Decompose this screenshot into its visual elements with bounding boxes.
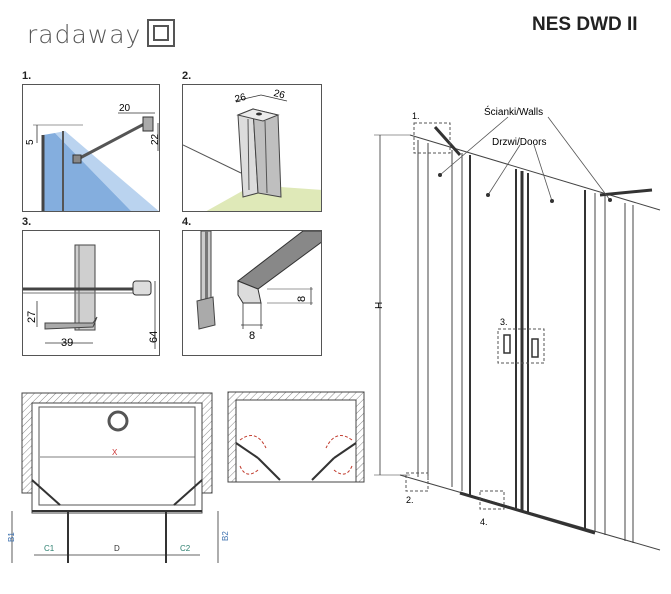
plan-b1-label: B1 xyxy=(7,532,16,542)
detail-3-dim-39: 39 xyxy=(61,337,73,349)
detail-3-panel: 27 39 64 xyxy=(22,230,160,356)
plan-c2-label: C2 xyxy=(180,544,191,553)
elevation-walls-label: Ścianki/Walls xyxy=(484,105,543,118)
detail-3-dim-64: 64 xyxy=(148,331,160,343)
detail-1-panel: 5 20 22 xyxy=(22,84,160,212)
model-title: NES DWD II xyxy=(532,14,638,35)
detail-2-panel: 26 26 xyxy=(182,84,322,212)
door-swing-drawing xyxy=(227,391,365,483)
elevation-drawing: H 1. 2. 3. 4. Ścianki/Walls Drzwi/Doors xyxy=(374,105,661,551)
brand-logo-icon xyxy=(147,19,175,47)
plan-x-label: X xyxy=(112,448,118,457)
detail-4-panel: 8 8 xyxy=(182,230,322,356)
detail-2-dim-26a: 26 xyxy=(234,92,248,106)
plan-c1-label: C1 xyxy=(44,544,55,553)
plan-b2-label: B2 xyxy=(221,531,230,541)
floor-plan-drawing: X C1 D C2 B1 B2 xyxy=(7,392,230,563)
detail-1-dim-22: 22 xyxy=(150,133,160,145)
elevation-callout-4: 4. xyxy=(480,517,488,527)
detail-2-dim-26b: 26 xyxy=(272,88,286,102)
detail-3-dim-27: 27 xyxy=(26,311,38,323)
elevation-doors-label: Drzwi/Doors xyxy=(492,137,546,148)
detail-1-drawing: 5 20 22 xyxy=(25,103,160,211)
plan-d-label: D xyxy=(114,544,120,553)
detail-2-drawing: 26 26 xyxy=(183,88,321,211)
detail-3-number: 3. xyxy=(22,216,32,228)
elevation-callout-3: 3. xyxy=(500,317,508,327)
detail-3-drawing: 27 39 64 xyxy=(23,244,160,349)
detail-4-dim-8-height: 8 xyxy=(296,296,308,302)
detail-1-dim-20: 20 xyxy=(119,103,131,114)
brand-logo-text: radaway xyxy=(27,20,142,49)
detail-4-dim-8-width: 8 xyxy=(249,330,255,342)
detail-1-dim-5: 5 xyxy=(25,139,36,145)
detail-4-number: 4. xyxy=(182,216,192,228)
elevation-h-label: H xyxy=(374,302,385,309)
detail-2-number: 2. xyxy=(182,70,192,82)
elevation-callout-1: 1. xyxy=(412,111,420,121)
detail-1-number: 1. xyxy=(22,70,32,82)
elevation-callout-2: 2. xyxy=(406,495,414,505)
detail-4-drawing: 8 8 xyxy=(196,231,321,342)
